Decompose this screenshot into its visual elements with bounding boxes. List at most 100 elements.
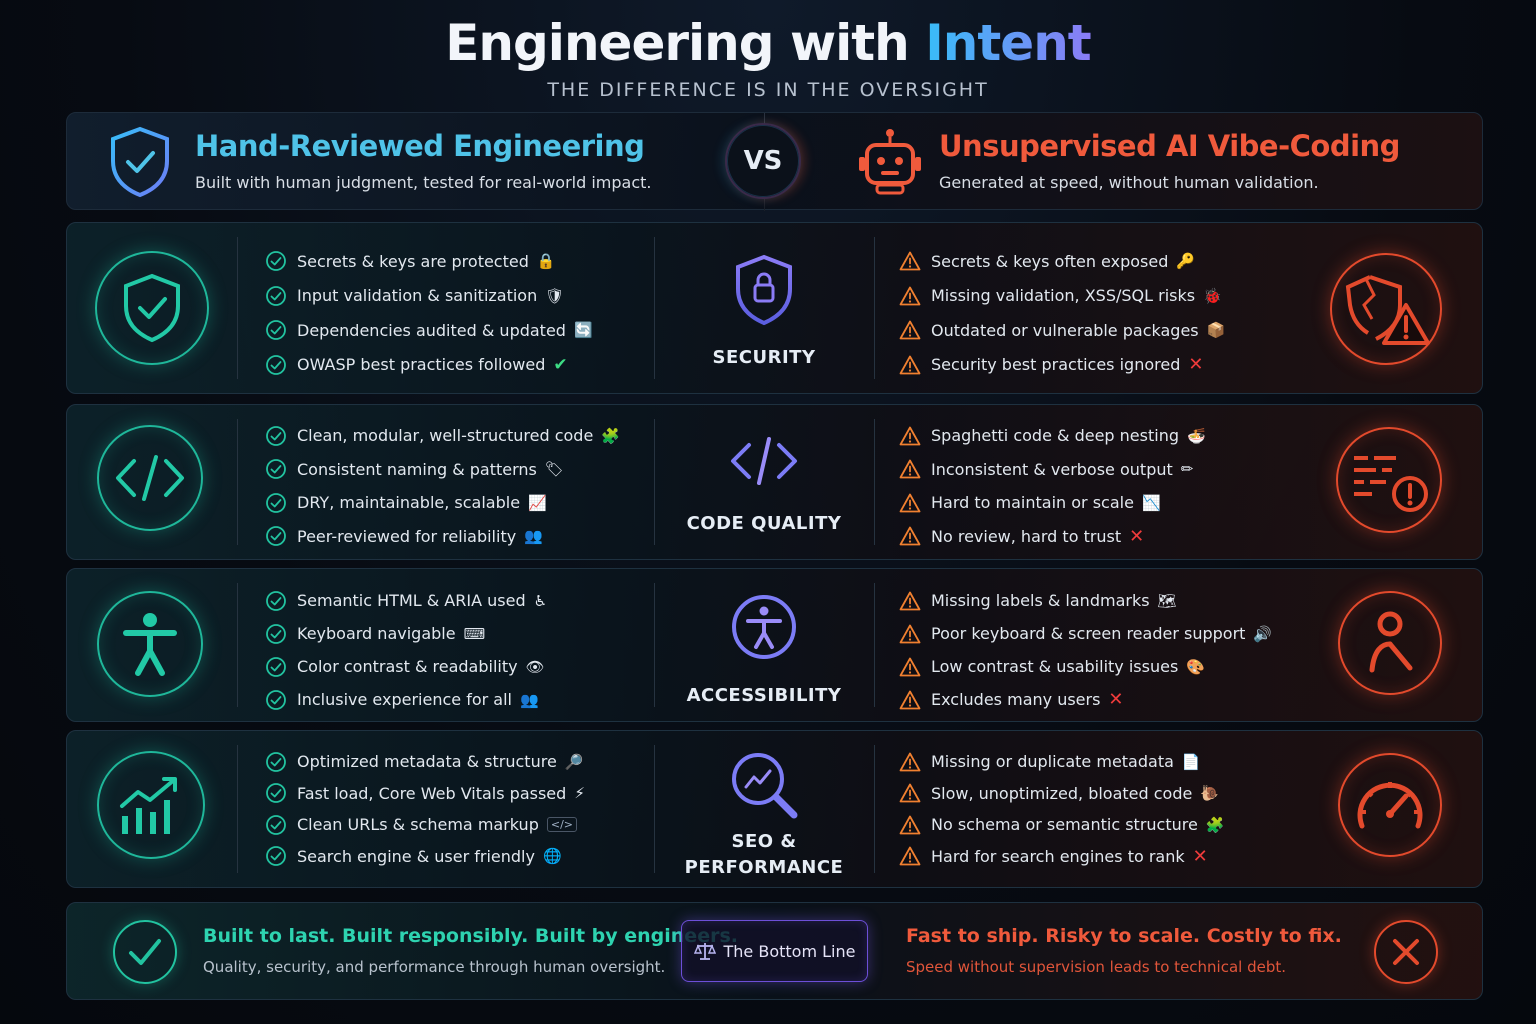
item-emoji-icon: 📦 <box>1206 321 1226 340</box>
seo-performance-row: Optimized metadata & structure🔎Fast load… <box>66 730 1483 888</box>
item-text: Clean URLs & schema markup <box>297 815 539 835</box>
code-quality-bad-list: Spaghetti code & deep nesting🍜Inconsiste… <box>899 419 1206 553</box>
warning-triangle-icon <box>899 425 921 447</box>
item-emoji-icon: ✏ <box>1180 460 1194 479</box>
benefit-item: Peer-reviewed for reliability👥 <box>265 520 620 554</box>
benefit-item: Semantic HTML & ARIA used ♿ <box>265 584 547 617</box>
check-circle-icon <box>113 920 177 984</box>
warning-triangle-icon <box>899 458 921 480</box>
growth-chart-icon <box>97 751 205 859</box>
item-text: Keyboard navigable <box>297 624 456 643</box>
risk-item: Spaghetti code & deep nesting🍜 <box>899 419 1206 453</box>
accessibility-circle-icon <box>732 595 796 659</box>
item-text: Semantic HTML & ARIA used <box>297 591 526 610</box>
item-emoji-icon: ♿ <box>533 591 548 610</box>
item-emoji-icon: 🧩 <box>1205 815 1225 834</box>
check-circle-icon <box>265 319 287 341</box>
item-text: Low contrast & usability issues <box>931 657 1179 676</box>
item-text: DRY, maintainable, scalable <box>297 493 521 513</box>
check-circle-icon <box>265 623 287 645</box>
page-subtitle: THE DIFFERENCE IS IN THE OVERSIGHT <box>547 79 989 101</box>
footer-left-subtitle: Quality, security, and performance throu… <box>203 958 666 976</box>
risk-item: Hard to maintain or scale 📉 <box>899 486 1206 520</box>
security-label: SECURITY <box>712 347 816 368</box>
check-circle-icon <box>265 814 287 836</box>
item-emoji-icon: ✕ <box>1188 354 1204 376</box>
benefit-item: Consistent naming & patterns🏷 <box>265 453 620 487</box>
item-text: Hard for search engines to rank <box>931 846 1185 866</box>
bottom-line-badge: The Bottom Line <box>681 920 868 982</box>
check-circle-icon <box>265 689 287 711</box>
item-text: Inclusive experience for all <box>297 690 512 709</box>
item-text: Missing or duplicate metadata <box>931 752 1174 772</box>
item-emoji-icon: 🔒 <box>536 252 556 271</box>
check-circle-icon <box>265 590 287 612</box>
item-emoji-icon: ✕ <box>1108 689 1124 710</box>
item-emoji-icon: 🎨 <box>1186 657 1205 676</box>
item-text: Fast load, Core Web Vitals passed <box>297 783 567 803</box>
item-emoji-icon: 🗺 <box>1157 591 1177 610</box>
accessibility-row: Semantic HTML & ARIA used ♿ Keyboard navig… <box>66 568 1483 722</box>
item-text: Secrets & keys often exposed <box>931 251 1169 271</box>
code-quality-good-list: Clean, modular, well-structured code🧩Con… <box>265 419 620 553</box>
footer-right-title: Fast to ship. Risky to scale. Costly to … <box>906 925 1342 947</box>
item-emoji-icon: 📄 <box>1181 752 1201 771</box>
item-emoji-icon: 👥 <box>519 690 539 709</box>
risk-item: Missing or duplicate metadata 📄 <box>899 746 1225 778</box>
speedometer-icon <box>1338 753 1442 857</box>
page-title: Engineering with Intent <box>445 14 1091 72</box>
accessibility-good-list: Semantic HTML & ARIA used ♿ Keyboard navig… <box>265 584 547 716</box>
performance-label: PERFORMANCE <box>684 857 844 878</box>
security-category: SECURITY <box>657 253 871 371</box>
scales-icon <box>693 943 716 960</box>
code-quality-row: Clean, modular, well-structured code🧩Con… <box>66 404 1483 560</box>
item-text: Optimized metadata & structure <box>297 752 557 772</box>
benefit-item: Fast load, Core Web Vitals passed⚡ <box>265 778 585 810</box>
benefit-item: DRY, maintainable, scalable 📈 <box>265 486 620 520</box>
item-text: No schema or semantic structure <box>931 815 1198 835</box>
risk-item: Low contrast & usability issues 🎨 <box>899 650 1272 683</box>
accessibility-bad-list: Missing labels & landmarks🗺Poor keyboard… <box>899 584 1272 716</box>
risk-item: Poor keyboard & screen reader support🔊 <box>899 617 1272 650</box>
risk-item: Outdated or vulnerable packages📦 <box>899 313 1225 348</box>
risk-item: Hard for search engines to rank✕ <box>899 841 1225 873</box>
item-text: Poor keyboard & screen reader support <box>931 624 1246 643</box>
item-emoji-icon: 🔑 <box>1176 252 1196 271</box>
seo-label: SEO & <box>731 831 797 852</box>
item-emoji-icon: 🌐 <box>542 847 562 866</box>
item-emoji-icon: 📈 <box>528 493 547 512</box>
item-emoji-icon: 🏷 <box>544 460 564 479</box>
warning-triangle-icon <box>899 319 921 341</box>
item-text: Missing validation, XSS/SQL risks <box>931 286 1196 306</box>
item-text: Excludes many users <box>931 690 1101 709</box>
check-circle-icon <box>265 285 287 307</box>
hand-reviewed-title: Hand-Reviewed Engineering <box>195 129 645 163</box>
risk-item: Slow, unoptimized, bloated code🐌 <box>899 778 1225 810</box>
item-text: Input validation & sanitization <box>297 286 538 306</box>
warning-triangle-icon <box>899 845 921 867</box>
check-circle-icon <box>265 250 287 272</box>
benefit-item: Secrets & keys are protected🔒 <box>265 244 593 279</box>
check-circle-icon <box>265 525 287 547</box>
warning-triangle-icon <box>899 656 921 678</box>
risk-item: No review, hard to trust✕ <box>899 520 1206 554</box>
benefit-item: OWASP best practices followed✔ <box>265 348 593 383</box>
item-text: Hard to maintain or scale <box>931 493 1134 513</box>
warning-triangle-icon <box>899 689 921 711</box>
item-emoji-icon: 📉 <box>1141 493 1161 512</box>
broken-shield-warning-icon <box>1330 253 1442 365</box>
benefit-item: Inclusive experience for all 👥 <box>265 683 547 716</box>
footer-right-subtitle: Speed without supervision leads to techn… <box>906 958 1287 976</box>
code-warning-icon <box>1336 427 1442 533</box>
item-emoji-icon: 🐌 <box>1200 784 1220 803</box>
risk-item: Inconsistent & verbose output✏ <box>899 453 1206 487</box>
ai-vibe-coding-title: Unsupervised AI Vibe-Coding <box>939 129 1400 163</box>
security-row: Secrets & keys are protected🔒 Input valid… <box>66 222 1483 394</box>
close-circle-icon <box>1374 920 1438 984</box>
seo-bad-list: Missing or duplicate metadata 📄 Slow, unop… <box>899 746 1225 872</box>
item-text: Clean, modular, well-structured code <box>297 426 594 446</box>
warning-triangle-icon <box>899 525 921 547</box>
risk-item: Secrets & keys often exposed 🔑 <box>899 244 1225 279</box>
check-circle-icon <box>265 656 287 678</box>
check-circle-icon <box>265 425 287 447</box>
